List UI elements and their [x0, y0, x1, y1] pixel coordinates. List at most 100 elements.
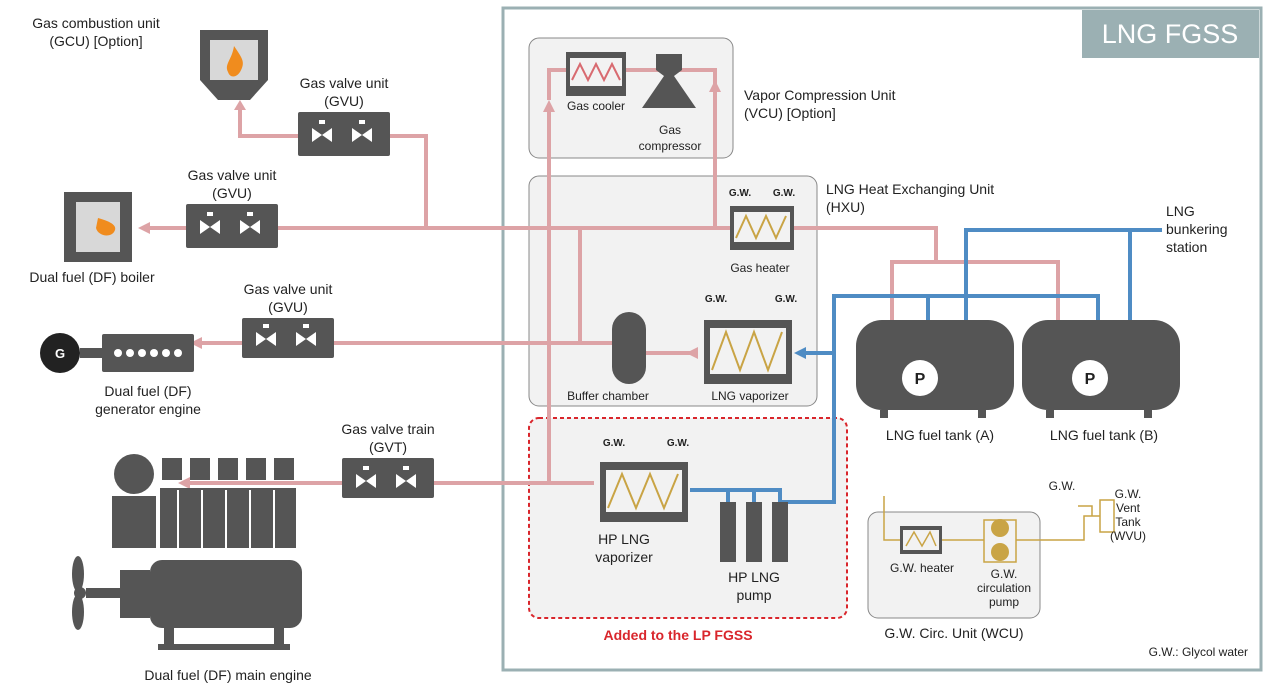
heater-coil-icon — [571, 61, 621, 83]
bunkering-label-2: bunkering — [1166, 221, 1228, 237]
heater-coil-icon — [607, 471, 679, 511]
vaporizer-gw-out: G.W. — [775, 294, 797, 305]
lng-vaporizer-label: LNG vaporizer — [711, 389, 788, 403]
heater-coil-icon — [905, 530, 937, 548]
pump-icon — [1072, 360, 1108, 396]
gvu3-body — [242, 318, 334, 358]
vcu-label-2: (VCU) [Option] — [744, 105, 836, 121]
wvu-label-2: Vent — [1116, 501, 1141, 515]
arrow-compressor — [709, 80, 721, 92]
heater-coil-icon — [735, 213, 787, 241]
arrow-gcu — [234, 100, 246, 110]
generator-label-1: Dual fuel (DF) — [104, 383, 191, 399]
valve-icon — [356, 466, 416, 488]
hp-vaporizer-label-2: vaporizer — [595, 549, 653, 565]
vaporizer-gw-in: G.W. — [705, 294, 727, 305]
pipe-tank-b-out — [928, 294, 1100, 320]
gas-compressor — [642, 54, 696, 108]
wvu-label-3: Tank — [1115, 515, 1141, 529]
gcu-label-2: (GCU) [Option] — [49, 33, 142, 49]
valve-icon — [256, 324, 316, 346]
wvu-label-4: (WVU) — [1110, 529, 1146, 543]
vcu-box — [528, 37, 734, 159]
valve-icon — [312, 120, 372, 142]
bunkering-label-1: LNG — [1166, 203, 1195, 219]
engine-cylinders — [114, 349, 182, 357]
gcu-label-1: Gas combustion unit — [32, 15, 160, 31]
hxu-label-2: (HXU) — [826, 199, 865, 215]
valve-icon — [200, 212, 260, 234]
hp-pump-label-2: pump — [736, 587, 771, 603]
flame-icon — [226, 46, 243, 77]
hp-pump-label-1: HP LNG — [728, 569, 780, 585]
pump-icon — [991, 519, 1009, 537]
gvt-label-2: (GVT) — [369, 439, 407, 455]
tank-b-pump-letter: P — [1085, 371, 1096, 388]
flame-icon — [96, 218, 116, 236]
tank-b-label: LNG fuel tank (B) — [1050, 427, 1158, 443]
wvu-label-1: G.W. — [1115, 487, 1142, 501]
title: LNG FGSS — [1102, 19, 1239, 49]
arrow-vcu-return — [543, 100, 555, 112]
gvu2-label-1: Gas valve unit — [188, 167, 277, 183]
glycol-vent-line-2 — [1078, 505, 1093, 516]
gvt-body — [342, 458, 434, 498]
pipe-boiler — [148, 226, 938, 250]
gw-heater-label: G.W. heater — [890, 561, 954, 575]
gvu1-label-2: (GVU) — [324, 93, 364, 109]
hxu-label-1: LNG Heat Exchanging Unit — [826, 181, 994, 197]
pump-icon — [902, 360, 938, 396]
arrow-vap-buffer — [686, 347, 698, 359]
main-engine-label: Dual fuel (DF) main engine — [144, 667, 312, 683]
hp-vaporizer-gw-out: G.W. — [667, 438, 689, 449]
bunkering-label-3: station — [1166, 239, 1207, 255]
arrow-to-vaporizer — [794, 347, 806, 359]
wcu-label: G.W. Circ. Unit (WCU) — [884, 625, 1023, 641]
glycol-note: G.W.: Glycol water — [1149, 645, 1248, 659]
buffer-label: Buffer chamber — [567, 389, 649, 403]
hp-vaporizer-label-1: HP LNG — [598, 531, 650, 547]
tank-a-label: LNG fuel tank (A) — [886, 427, 994, 443]
main-engine — [86, 454, 302, 650]
gas-compressor-label-2: compressor — [639, 139, 702, 153]
gvu3-label-2: (GVU) — [268, 299, 308, 315]
generator-engine — [102, 334, 194, 372]
hp-lng-pump — [720, 502, 788, 562]
arrow-generator — [190, 337, 202, 349]
gas-heater-label: Gas heater — [730, 261, 789, 275]
title-box — [1082, 10, 1259, 58]
gas-heater-gw-in: G.W. — [729, 188, 751, 199]
tank-a-pump-letter: P — [915, 371, 926, 388]
propeller-icon — [72, 556, 86, 630]
added-label: Added to the LP FGSS — [603, 627, 752, 643]
hp-vaporizer-gw-in: G.W. — [603, 438, 625, 449]
pump-icon — [991, 543, 1009, 561]
tank-a — [856, 320, 1014, 410]
vcu-label-1: Vapor Compression Unit — [744, 87, 896, 103]
gw-pump-label-1: G.W. — [991, 567, 1018, 581]
gas-compressor-label-1: Gas — [659, 123, 681, 137]
gw-pump-label-2: circulation — [977, 581, 1031, 595]
wvu-tank — [1099, 499, 1115, 533]
heater-coil-icon — [711, 329, 783, 373]
generator-label-2: generator engine — [95, 401, 201, 417]
arrow-main-engine — [178, 477, 190, 489]
generator-letter: G — [55, 346, 65, 361]
gvu2-body — [186, 204, 278, 248]
gvu2-label-2: (GVU) — [212, 185, 252, 201]
fgss-frame — [501, 6, 1263, 672]
gvu1-body — [298, 112, 390, 156]
gvu1-label-1: Gas valve unit — [300, 75, 389, 91]
glycol-loop — [883, 496, 900, 541]
gas-heater-gw-out: G.W. — [773, 188, 795, 199]
gvt-label-1: Gas valve train — [341, 421, 434, 437]
arrow-boiler — [138, 222, 150, 234]
wvu-gw-label: G.W. — [1049, 479, 1076, 493]
gas-cooler-label: Gas cooler — [567, 99, 625, 113]
generator-icon — [40, 333, 80, 373]
buffer-chamber — [612, 312, 646, 384]
pipe-tank-vapor — [890, 260, 1060, 320]
generator-shaft — [80, 348, 102, 358]
boiler-label: Dual fuel (DF) boiler — [29, 269, 155, 285]
